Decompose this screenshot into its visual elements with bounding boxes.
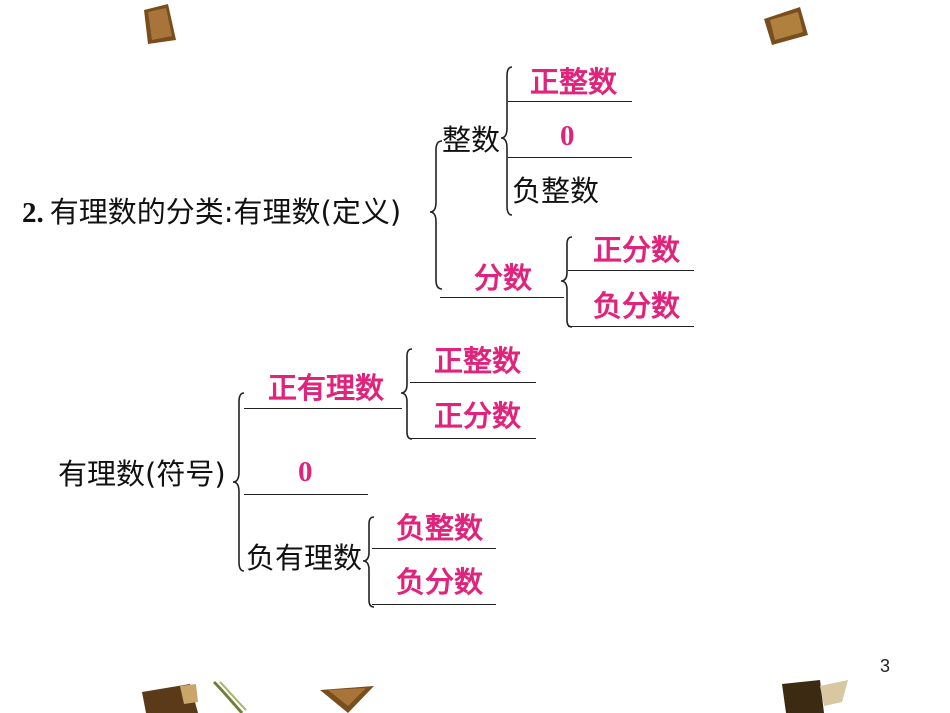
- blank-line: [372, 548, 496, 549]
- blank-line: [568, 270, 694, 271]
- book-icon: [764, 7, 808, 45]
- blank-line: [568, 326, 694, 327]
- section-number: 2.: [22, 197, 44, 229]
- section1-heading: 有理数的分类:有理数(定义): [49, 195, 402, 229]
- integer-brace: [500, 66, 513, 216]
- negative-fraction-answer: 负分数: [593, 289, 681, 323]
- blank-line: [508, 157, 632, 158]
- definition-main-brace: [429, 140, 443, 290]
- page-number: 3: [880, 656, 891, 676]
- fraction-brace: [560, 236, 573, 328]
- positive-fraction-answer: 正分数: [593, 233, 681, 267]
- positive-integer-answer-2: 正整数: [434, 344, 522, 378]
- negative-rational-label: 负有理数: [246, 541, 363, 575]
- blank-line: [372, 604, 496, 605]
- positive-rational-answer: 正有理数: [268, 371, 385, 405]
- book-icon: [144, 4, 176, 44]
- zero-answer: 0: [560, 120, 575, 152]
- blank-line: [244, 494, 368, 495]
- sign-main-brace: [232, 392, 245, 572]
- positive-fraction-answer-2: 正分数: [434, 399, 522, 433]
- negative-integer-answer: 负整数: [396, 511, 484, 545]
- positive-integer-answer: 正整数: [530, 65, 618, 99]
- blank-line: [244, 408, 402, 409]
- blank-line: [410, 382, 536, 383]
- positive-rational-brace: [400, 348, 413, 440]
- leaf-icon: [212, 680, 247, 713]
- zero-answer-2: 0: [298, 456, 313, 488]
- book-icon: [782, 680, 848, 713]
- blank-line: [508, 101, 632, 102]
- integer-label: 整数: [442, 123, 501, 157]
- negative-integer-label: 负整数: [512, 174, 600, 208]
- book-icon: [142, 684, 198, 713]
- section2-heading: 有理数(符号): [58, 457, 226, 491]
- negative-fraction-answer-2: 负分数: [396, 565, 484, 599]
- blank-line: [440, 297, 564, 298]
- blank-line: [410, 438, 536, 439]
- book-icon: [320, 686, 374, 713]
- negative-rational-brace: [362, 516, 375, 608]
- fraction-answer: 分数: [474, 261, 533, 295]
- section1-heading-row: 2.有理数的分类:有理数(定义): [22, 196, 401, 229]
